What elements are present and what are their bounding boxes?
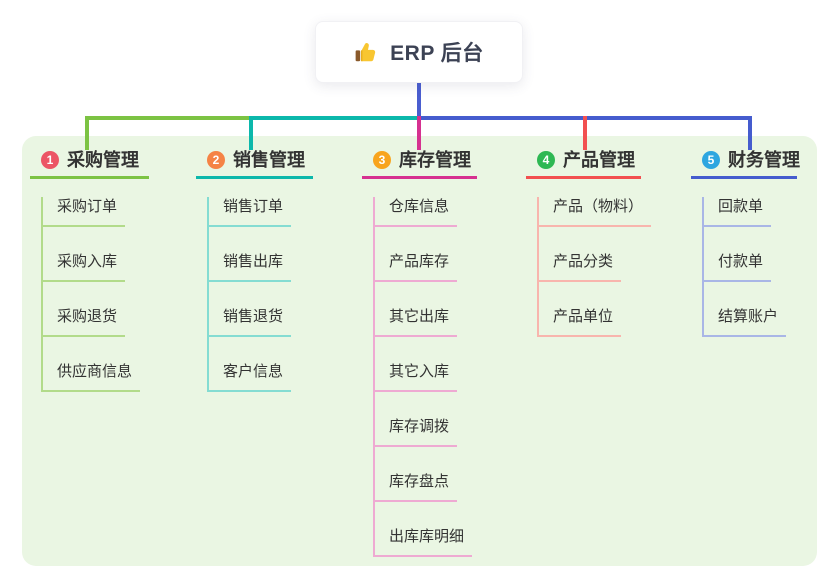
branch-number-badge: 3 <box>373 151 391 169</box>
leaf-node[interactable]: 其它入库 <box>375 362 458 392</box>
branch-node[interactable]: 4 产品管理 <box>526 148 641 179</box>
root-title: ERP 后台 <box>390 42 484 65</box>
branch-node[interactable]: 1 采购管理 <box>30 148 149 179</box>
leaf-node[interactable]: 库存调拨 <box>375 417 458 447</box>
branch-items: 产品（物料） 产品分类产品单位 <box>537 197 652 337</box>
branch-node[interactable]: 2 销售管理 <box>196 148 313 179</box>
branch-number-badge: 2 <box>207 151 225 169</box>
branch-node[interactable]: 3 库存管理 <box>362 148 477 179</box>
thumbs-up-icon <box>354 39 380 65</box>
root-node[interactable]: ERP 后台 <box>315 21 523 83</box>
branch-title: 销售管理 <box>233 150 305 170</box>
branch-items: 回款单付款单结算账户 <box>702 197 797 337</box>
branch-column: 1 采购管理 采购订单采购入库采购退货供应商信息 <box>30 148 149 392</box>
leaf-node[interactable]: 仓库信息 <box>375 197 458 227</box>
leaf-node[interactable]: 销售退货 <box>209 307 292 337</box>
branch-title: 库存管理 <box>399 150 471 170</box>
leaf-node[interactable]: 采购退货 <box>43 307 126 337</box>
connector-bar-segment-2 <box>253 116 421 120</box>
leaf-node[interactable]: 采购入库 <box>43 252 126 282</box>
leaf-node[interactable]: 结算账户 <box>704 307 787 337</box>
connector-drop-1 <box>85 116 89 150</box>
connector-drop-4 <box>583 116 587 150</box>
leaf-node[interactable]: 销售出库 <box>209 252 292 282</box>
branch-column: 4 产品管理 产品（物料） 产品分类产品单位 <box>526 148 652 337</box>
branch-node[interactable]: 5 财务管理 <box>691 148 800 179</box>
leaf-node[interactable]: 客户信息 <box>209 362 292 392</box>
branch-column: 2 销售管理 销售订单销售出库销售退货客户信息 <box>196 148 313 392</box>
connector-root-stem <box>417 83 421 120</box>
branch-items: 销售订单销售出库销售退货客户信息 <box>207 197 313 392</box>
connector-drop-3 <box>417 116 421 150</box>
connector-bar-segment-1 <box>85 116 253 120</box>
leaf-node[interactable]: 其它出库 <box>375 307 458 337</box>
branch-column: 3 库存管理 仓库信息产品库存其它出库其它入库库存调拨库存盘点出库库明细 <box>362 148 477 557</box>
leaf-node[interactable]: 库存盘点 <box>375 472 458 502</box>
leaf-node[interactable]: 采购订单 <box>43 197 126 227</box>
leaf-node[interactable]: 出库库明细 <box>375 527 473 557</box>
branches-panel <box>22 136 817 566</box>
branch-items: 仓库信息产品库存其它出库其它入库库存调拨库存盘点出库库明细 <box>373 197 477 557</box>
branch-number-badge: 1 <box>41 151 59 169</box>
connector-drop-2 <box>249 116 253 150</box>
leaf-node[interactable]: 产品分类 <box>539 252 622 282</box>
branch-items: 采购订单采购入库采购退货供应商信息 <box>41 197 149 392</box>
leaf-node[interactable]: 销售订单 <box>209 197 292 227</box>
leaf-node[interactable]: 产品单位 <box>539 307 622 337</box>
leaf-node[interactable]: 产品（物料） <box>539 197 652 227</box>
connector-drop-5 <box>748 116 752 150</box>
branch-title: 采购管理 <box>67 150 139 170</box>
branch-number-badge: 5 <box>702 151 720 169</box>
branch-title: 财务管理 <box>728 150 800 170</box>
branch-title: 产品管理 <box>563 150 635 170</box>
leaf-node[interactable]: 产品库存 <box>375 252 458 282</box>
branch-number-badge: 4 <box>537 151 555 169</box>
leaf-node[interactable]: 回款单 <box>704 197 772 227</box>
leaf-node[interactable]: 付款单 <box>704 252 772 282</box>
leaf-node[interactable]: 供应商信息 <box>43 362 141 392</box>
branch-column: 5 财务管理 回款单付款单结算账户 <box>691 148 800 337</box>
